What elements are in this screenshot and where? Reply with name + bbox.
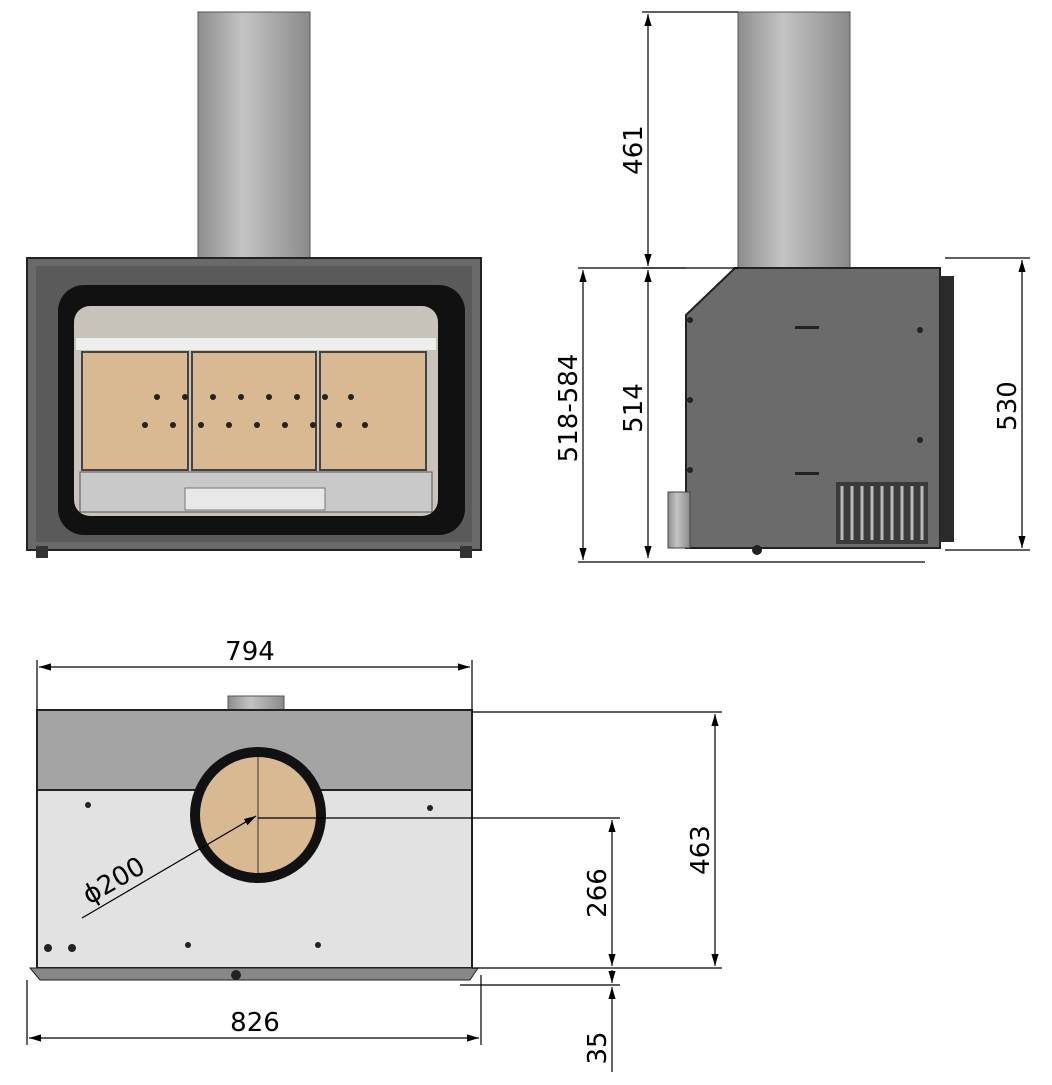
side-view [667,11,954,555]
front-flue-pipe [197,11,311,260]
dim-35: 35 [583,1031,613,1064]
top-view [28,695,479,981]
dim-266: 266 [583,868,613,918]
dim-530: 530 [993,381,1023,431]
firebrick-right [319,351,427,471]
dim-826: 826 [230,1008,280,1038]
dim-794: 794 [225,637,275,667]
dim-518-584: 518-584 [554,354,584,463]
dimension-labels: 461 514 518-584 530 794 826 463 266 35 ϕ… [78,125,1023,1064]
dim-461: 461 [619,125,649,175]
firebrick-center [191,351,317,471]
air-inlet [667,491,691,549]
air-holes [142,394,368,428]
dimension-lines [26,11,1030,1072]
dim-514: 514 [619,383,649,433]
front-view [26,11,482,558]
firebrick-left [81,351,189,471]
side-flue-pipe [737,11,851,271]
dim-463: 463 [686,825,716,875]
